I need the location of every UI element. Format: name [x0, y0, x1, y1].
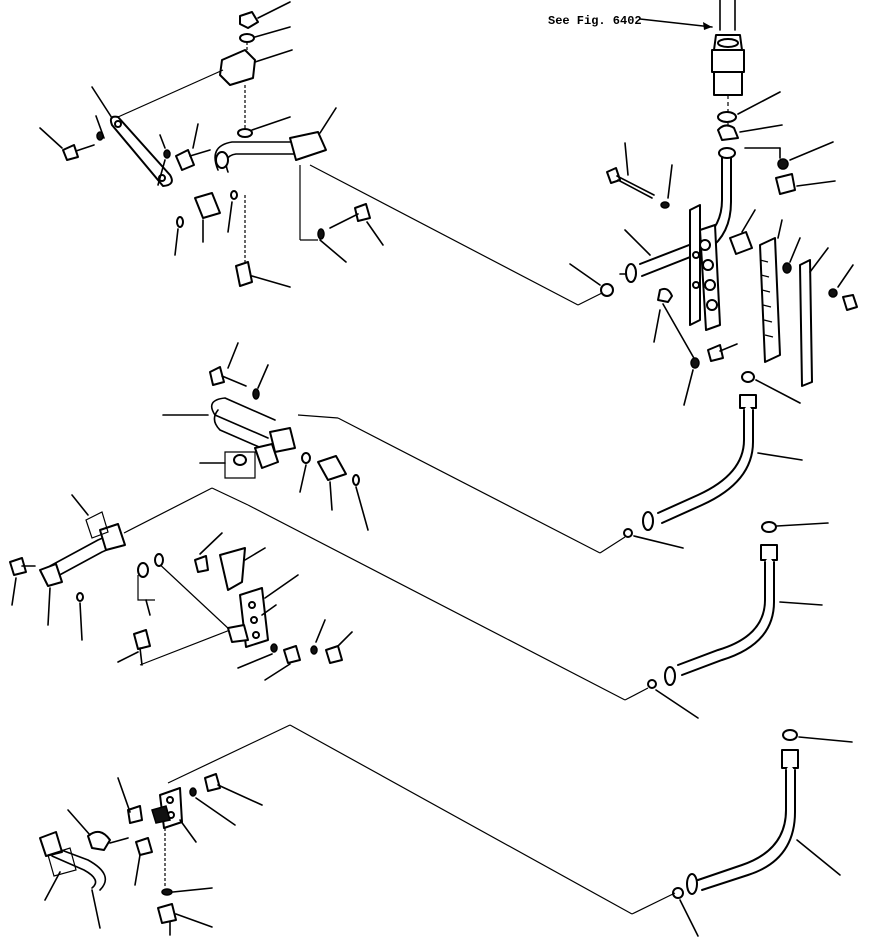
right-lower-bolt: [683, 343, 738, 406]
middle-left-u-tube: [162, 397, 296, 479]
connection-lines: [123, 164, 676, 915]
right-mounting-bracket: [653, 204, 721, 361]
right-small-washer-nut: [782, 237, 858, 311]
middle-left-lower-nuts: [117, 619, 353, 681]
middle-left-washer-stack: [137, 553, 164, 616]
middle-right-hose-2: [647, 521, 829, 719]
upper-valve-fitting: [711, 0, 745, 125]
upper-oring: [717, 91, 781, 123]
figure-reference-arrowhead: [703, 22, 712, 30]
top-left-link-plate: [91, 69, 224, 187]
right-flat-plate: [799, 247, 829, 387]
middle-left-bracket: [194, 532, 299, 648]
middle-left-small-parts: [299, 452, 369, 531]
top-left-bent-tube: [214, 107, 337, 173]
bottom-left-bracket: [151, 787, 197, 843]
upper-clamp-part: [717, 124, 783, 141]
right-bolt-nut-group: [775, 141, 836, 195]
lower-right-hose: [672, 729, 853, 937]
figure-reference: See Fig. 6402: [548, 14, 713, 30]
figure-reference-label: See Fig. 6402: [548, 14, 642, 28]
middle-right-hose-1: [623, 371, 803, 549]
bottom-left-nut-stack: [189, 773, 263, 826]
bottom-left-bolts: [134, 828, 213, 936]
middle-left-tube: [9, 494, 126, 641]
figure-reference-leader: [639, 18, 713, 28]
middle-left-bolt: [209, 342, 269, 400]
top-left-bolt: [39, 115, 105, 161]
right-pin: [729, 209, 756, 255]
top-left-bottom-fitting: [235, 195, 291, 288]
right-toothed-plate: [759, 219, 783, 363]
top-left-clip-block: [174, 190, 238, 256]
right-long-bolt: [606, 142, 673, 209]
bottom-left-tube: [39, 777, 143, 929]
top-left-small-bolt: [157, 123, 211, 186]
top-left-nut-stack: [219, 1, 293, 128]
top-left-lower-bolt: [299, 165, 384, 263]
